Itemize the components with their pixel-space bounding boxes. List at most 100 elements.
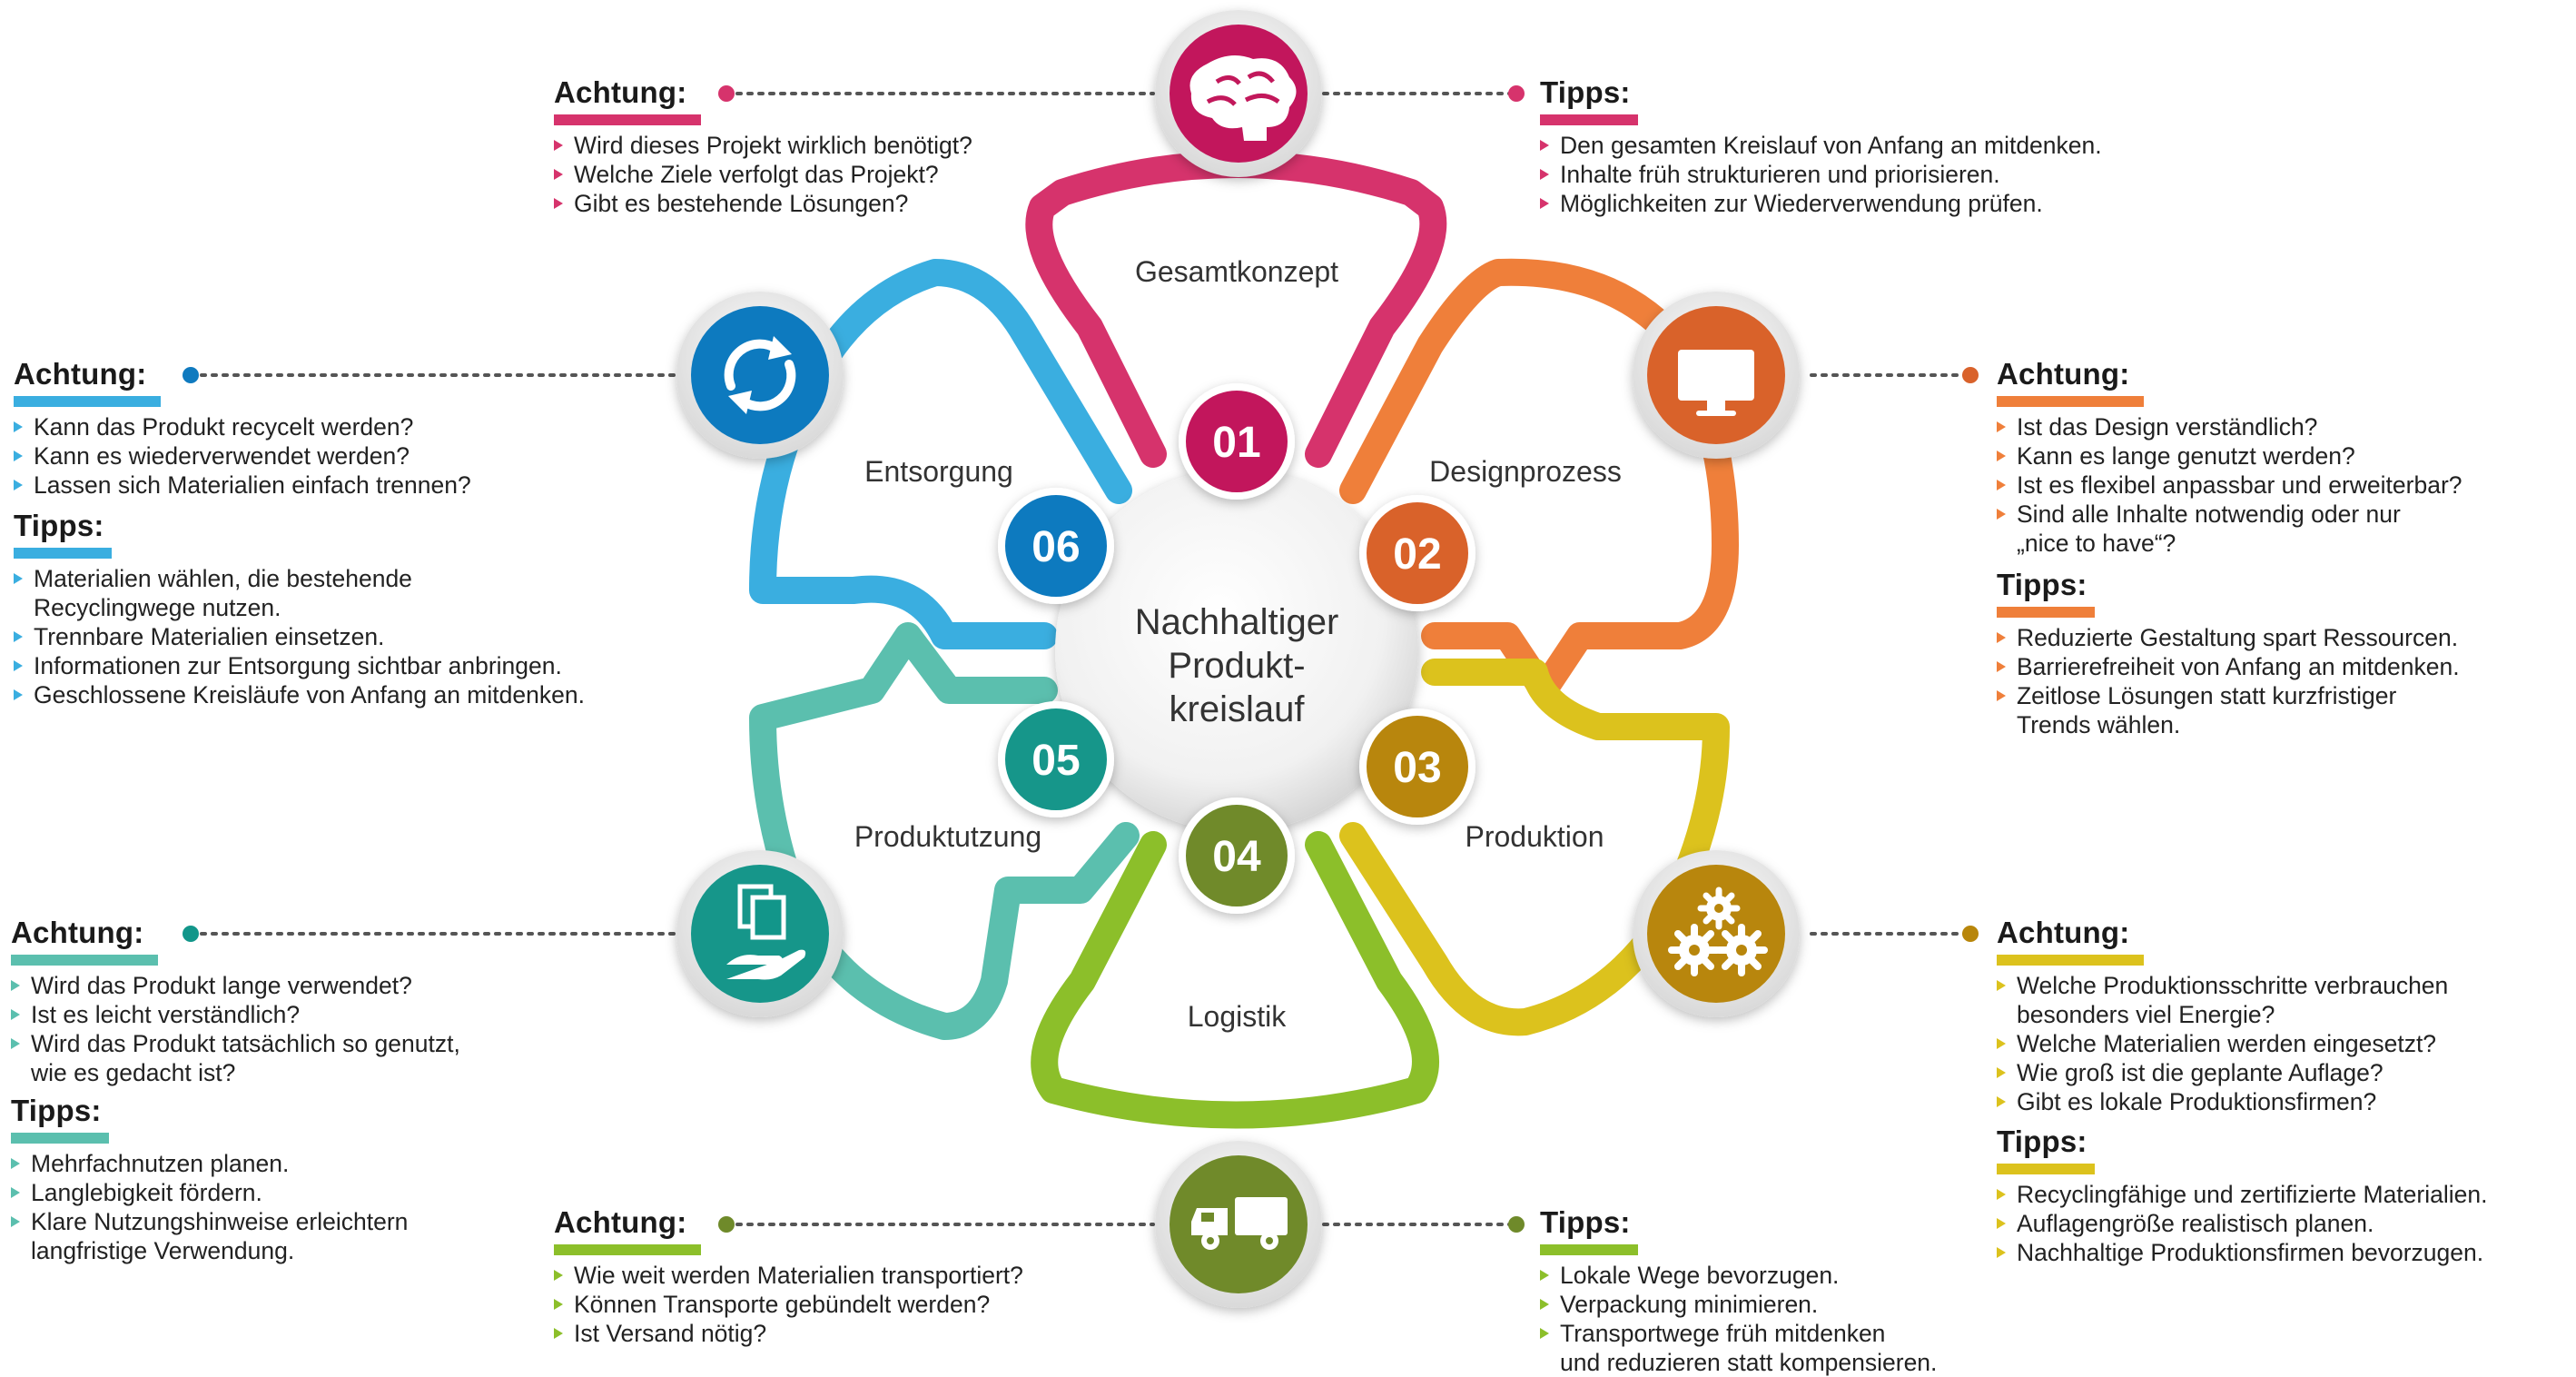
stage-label-entsorgung: Entsorgung bbox=[864, 455, 1013, 488]
list-item: Geschlossene Kreisläufe von Anfang an mi… bbox=[14, 680, 585, 709]
stage-badge-01: 01 bbox=[1179, 383, 1295, 500]
produktion-tipps-block: Tipps: Recyclingfähige und zertifizierte… bbox=[1997, 1122, 2487, 1267]
list-item: Ist es leicht verständlich? bbox=[11, 1000, 460, 1029]
block-underline bbox=[14, 396, 161, 407]
designprozess-achtung-block: Achtung: Ist das Design verständlich? Ka… bbox=[1997, 354, 2462, 558]
list-item: Lokale Wege bevorzugen. bbox=[1540, 1261, 1937, 1290]
list-item: Den gesamten Kreislauf von Anfang an mit… bbox=[1540, 131, 2102, 160]
list-item: Inhalte früh strukturieren und priorisie… bbox=[1540, 160, 2102, 189]
block-underline bbox=[554, 1244, 701, 1255]
truck-icon bbox=[1191, 1197, 1288, 1250]
block-title: Achtung: bbox=[554, 1205, 687, 1239]
list-item: Gibt es lokale Produktionsfirmen? bbox=[1997, 1087, 2448, 1116]
block-list: Lokale Wege bevorzugen. Verpackung minim… bbox=[1540, 1261, 1937, 1377]
list-item: Wie groß ist die geplante Auflage? bbox=[1997, 1058, 2448, 1087]
block-title: Achtung: bbox=[11, 916, 144, 949]
monitor-icon bbox=[1678, 350, 1754, 416]
list-item: Informationen zur Entsorgung sichtbar an… bbox=[14, 651, 585, 680]
stage-label-gesamtkonzept: Gesamtkonzept bbox=[1135, 255, 1338, 288]
block-title: Achtung: bbox=[1997, 357, 2130, 391]
list-item: Klare Nutzungshinweise erleichtern langf… bbox=[11, 1207, 408, 1265]
block-underline bbox=[1997, 607, 2095, 618]
block-underline bbox=[1997, 396, 2144, 407]
stage-badge-06: 06 bbox=[998, 488, 1114, 604]
block-underline bbox=[1997, 1164, 2095, 1174]
block-title: Achtung: bbox=[554, 75, 687, 109]
stage-label-designprozess: Designprozess bbox=[1429, 455, 1622, 488]
stage-label-logistik: Logistik bbox=[1188, 1000, 1288, 1033]
stage-number: 03 bbox=[1393, 744, 1441, 792]
produktion-achtung-block: Achtung: Welche Produktionsschritte verb… bbox=[1997, 913, 2448, 1116]
block-underline bbox=[1540, 114, 1638, 125]
block-list: Den gesamten Kreislauf von Anfang an mit… bbox=[1540, 131, 2102, 218]
list-item: Welche Produktionsschritte verbrauchen b… bbox=[1997, 971, 2448, 1029]
block-title: Tipps: bbox=[1540, 1205, 1631, 1239]
logistik-achtung-block: Achtung: Wie weit werden Materialien tra… bbox=[554, 1203, 1023, 1348]
block-underline bbox=[14, 548, 112, 559]
block-underline bbox=[11, 955, 158, 966]
block-title: Tipps: bbox=[1997, 568, 2087, 601]
block-title: Tipps: bbox=[1997, 1124, 2087, 1158]
center-title-line1: Nachhaltiger bbox=[1135, 602, 1339, 642]
center-title-line3: kreislauf bbox=[1170, 689, 1306, 729]
list-item: Wie weit werden Materialien transportier… bbox=[554, 1261, 1023, 1290]
stage-badge-05: 05 bbox=[998, 701, 1114, 817]
block-title: Tipps: bbox=[11, 1094, 102, 1127]
block-underline bbox=[11, 1133, 109, 1144]
logistik-tipps-block: Tipps: Lokale Wege bevorzugen. Verpackun… bbox=[1540, 1203, 1937, 1377]
icon-circle-produktion bbox=[1633, 850, 1800, 1017]
gears-icon bbox=[1668, 887, 1768, 976]
stage-label-produktion: Produktion bbox=[1466, 820, 1604, 853]
list-item: Transportwege früh mitdenken und reduzie… bbox=[1540, 1319, 1937, 1377]
list-item: Trennbare Materialien einsetzen. bbox=[14, 622, 585, 651]
list-item: Mehrfachnutzen planen. bbox=[11, 1149, 408, 1178]
entsorgung-tipps-block: Tipps: Materialien wählen, die bestehend… bbox=[14, 506, 585, 709]
list-item: Ist das Design verständlich? bbox=[1997, 412, 2462, 441]
icon-circle-entsorgung bbox=[676, 292, 844, 459]
list-item: Zeitlose Lösungen statt kurzfristiger Tr… bbox=[1997, 681, 2460, 739]
stage-number: 02 bbox=[1393, 530, 1441, 579]
list-item: Möglichkeiten zur Wiederverwendung prüfe… bbox=[1540, 189, 2102, 218]
leader-dots bbox=[183, 85, 1979, 1233]
block-title: Achtung: bbox=[14, 357, 147, 391]
block-underline bbox=[1540, 1244, 1638, 1255]
stage-number: 01 bbox=[1212, 419, 1260, 467]
stage-label-produktnutzung: Produktutzung bbox=[854, 820, 1041, 853]
gesamtkonzept-tipps-block: Tipps: Den gesamten Kreislauf von Anfang… bbox=[1540, 73, 2102, 218]
block-underline bbox=[1997, 955, 2144, 966]
block-underline bbox=[554, 114, 701, 125]
list-item: Sind alle Inhalte notwendig oder nur „ni… bbox=[1997, 500, 2462, 558]
block-title: Tipps: bbox=[1540, 75, 1631, 109]
list-item: Ist Versand nötig? bbox=[554, 1319, 1023, 1348]
list-item: Recyclingfähige und zertifizierte Materi… bbox=[1997, 1180, 2487, 1209]
list-item: Können Transporte gebündelt werden? bbox=[554, 1290, 1023, 1319]
hand-documents-icon bbox=[726, 884, 806, 980]
segment-logistik bbox=[1031, 831, 1439, 1129]
list-item: Nachhaltige Produktionsfirmen bevorzugen… bbox=[1997, 1238, 2487, 1267]
leader-lines bbox=[189, 92, 1972, 1226]
list-item: Welche Ziele verfolgt das Projekt? bbox=[554, 160, 972, 189]
block-list: Recyclingfähige und zertifizierte Materi… bbox=[1997, 1180, 2487, 1267]
stage-number: 04 bbox=[1212, 833, 1261, 881]
designprozess-tipps-block: Tipps: Reduzierte Gestaltung spart Resso… bbox=[1997, 565, 2460, 739]
block-title: Tipps: bbox=[14, 509, 104, 542]
list-item: Auflagengröße realistisch planen. bbox=[1997, 1209, 2487, 1238]
list-item: Kann es wiederverwendet werden? bbox=[14, 441, 471, 471]
list-item: Wird das Produkt tatsächlich so genutzt,… bbox=[11, 1029, 460, 1087]
block-list: Wie weit werden Materialien transportier… bbox=[554, 1261, 1023, 1348]
produktnutzung-achtung-block: Achtung: Wird das Produkt lange verwende… bbox=[11, 913, 460, 1087]
block-title: Achtung: bbox=[1997, 916, 2130, 949]
list-item: Reduzierte Gestaltung spart Ressourcen. bbox=[1997, 623, 2460, 652]
entsorgung-achtung-block: Achtung: Kann das Produkt recycelt werde… bbox=[14, 354, 471, 500]
list-item: Ist es flexibel anpassbar und erweiterba… bbox=[1997, 471, 2462, 500]
stage-badge-02: 02 bbox=[1359, 495, 1476, 611]
produktnutzung-tipps-block: Tipps: Mehrfachnutzen planen. Langlebigk… bbox=[11, 1091, 408, 1265]
recycle-icon bbox=[724, 336, 796, 414]
list-item: Langlebigkeit fördern. bbox=[11, 1178, 408, 1207]
stage-badge-03: 03 bbox=[1359, 708, 1476, 825]
list-item: Welche Materialien werden eingesetzt? bbox=[1997, 1029, 2448, 1058]
list-item: Barrierefreiheit von Anfang an mitdenken… bbox=[1997, 652, 2460, 681]
list-item: Wird dieses Projekt wirklich benötigt? bbox=[554, 131, 972, 160]
block-list: Welche Produktionsschritte verbrauchen b… bbox=[1997, 971, 2448, 1116]
list-item: Verpackung minimieren. bbox=[1540, 1290, 1937, 1319]
